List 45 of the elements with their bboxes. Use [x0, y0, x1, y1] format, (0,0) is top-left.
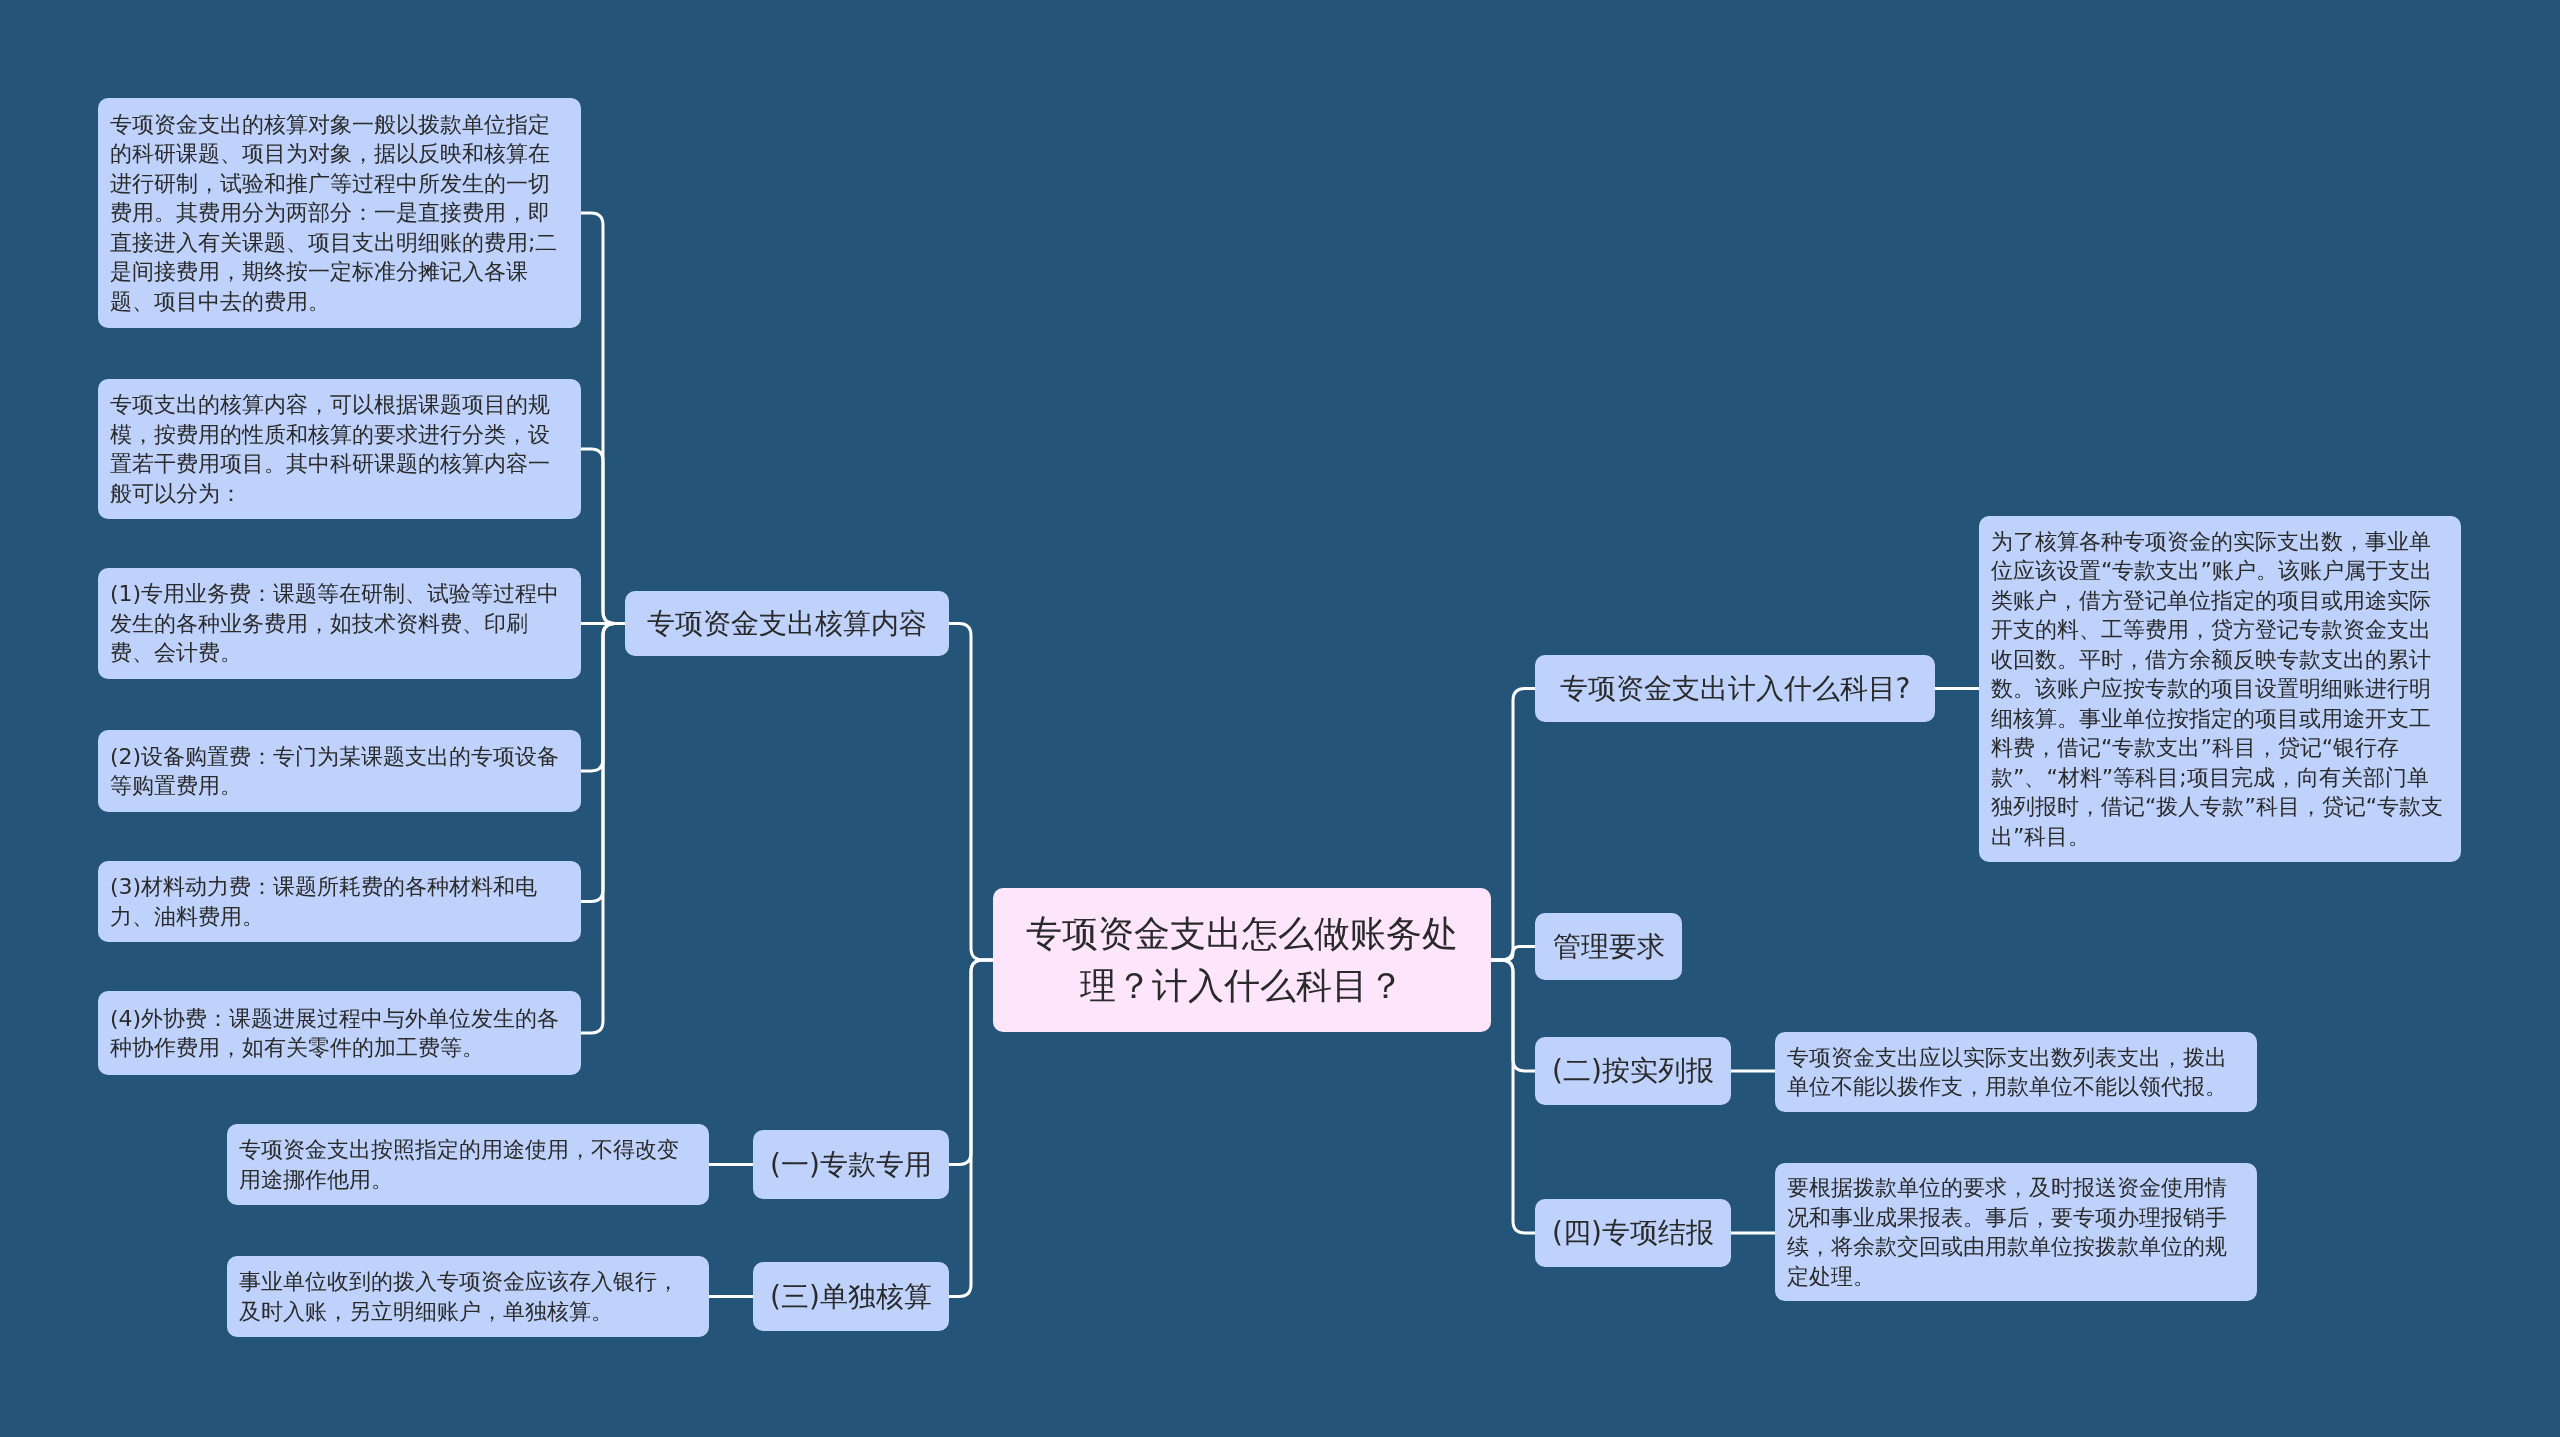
topic-text: (2)设备购置费：专门为某课题支出的专项设备等购置费用。: [110, 742, 561, 800]
topic-box: [753, 1262, 949, 1331]
topic-text: (二)按实列报: [1552, 1054, 1714, 1088]
note-box: [227, 1124, 709, 1205]
note-box: [98, 379, 581, 519]
topic-text: 专项资金支出计入什么科目?: [1559, 671, 1911, 706]
note-box: [1775, 1163, 2257, 1301]
note-box: [1775, 1032, 2257, 1112]
note-box: [98, 991, 581, 1075]
note-box: [98, 730, 581, 812]
topic-box: [1535, 655, 1935, 722]
topic-text: 专项资金支出的核算对象一般以拨款单位指定的科研课题、项目为对象，据以反映和核算在进行研制，试验和推广等过程中所发生的一切费用。其费用分为两部分：一是直接费用，即直接进入有关课题、项目支出明细账的费用;二是间接费用，期终按一定标准分摊记入各课题、项目中去的费用。: [110, 110, 559, 316]
topic-text: 为了核算各种专项资金的实际支出数，事业单位应该设置“专款支出”账户。该账户属于支出类账户，借方登记单位指定的项目或用途实际开支的料、工等费用，贷方登记专款资金支出收回数。平时，借方余额反映专款支出的累计数。该账户应按专款的项目设置明细账进行明细核算。事业单位按指定的项目或用途开支工料费，借记“专款支出”科目，贷记“银行存款”、“材料”等科目;项目完成，向有关部门单独列报时，借记“拨人专款”科目，贷记“专款支出”科目。: [1991, 527, 2445, 851]
topic-text: 专项资金支出核算内容: [647, 606, 927, 641]
topic-box: [625, 591, 949, 656]
note-box: [227, 1256, 709, 1337]
topic-text: 专项资金支出怎么做账务处理？计入什么科目？: [1025, 912, 1459, 1008]
note-box: [98, 861, 581, 942]
connector-line: [1935, 687, 1979, 690]
root-topic-box: [993, 888, 1491, 1032]
connector-line: [709, 1163, 753, 1166]
topic-text: (一)专款专用: [770, 1147, 932, 1182]
connector-line: [709, 1295, 753, 1298]
topic-text: (三)单独核算: [770, 1279, 932, 1314]
topic-text: 管理要求: [1552, 929, 1665, 964]
topic-text: (4)外协费：课题进展过程中与外单位发生的各种协作费用，如有关零件的加工费等。: [110, 1004, 561, 1062]
connector-line: [1491, 958, 1535, 1235]
topic-text: 专项资金支出应以实际支出数列表支出，拨出单位不能以拨作支，用款单位不能以领代报。: [1787, 1043, 2228, 1101]
topic-text: 专项资金支出按照指定的用途使用，不得改变用途挪作他用。: [239, 1136, 680, 1194]
topic-text: 专项支出的核算内容，可以根据课题项目的规模，按费用的性质和核算的要求进行分类，设置若干费用项目。其中科研课题的核算内容一般可以分为：: [110, 391, 551, 508]
topic-text: 事业单位收到的拨入专项资金应该存入银行，及时入账，另立明细账户，单独核算。: [239, 1268, 680, 1326]
topic-text: 要根据拨款单位的要求，及时报送资金使用情况和事业成果报表。事后，要专项办理报销手续，将余款交回或由用款单位按拨款单位的规定处理。: [1787, 1174, 2228, 1291]
connector-line: [949, 958, 993, 1298]
connector-line: [1731, 1231, 1775, 1235]
topic-box: [753, 1130, 949, 1199]
topic-text: (3)材料动力费：课题所耗费的各种材料和电力、油料费用。: [110, 873, 539, 931]
topic-box: [1535, 913, 1682, 980]
connector-line: [581, 622, 625, 1035]
topic-text: (1)专用业务费：课题等在研制、试验等过程中发生的各种业务费用，如技术资料费、印刷费、会计费。: [110, 580, 561, 668]
topic-box: [1535, 1037, 1731, 1105]
note-box: [98, 568, 581, 679]
connector-line: [1731, 1069, 1775, 1073]
topic-text: (四)专项结报: [1552, 1216, 1714, 1250]
note-box: [98, 98, 581, 328]
topic-box: [1535, 1199, 1731, 1267]
